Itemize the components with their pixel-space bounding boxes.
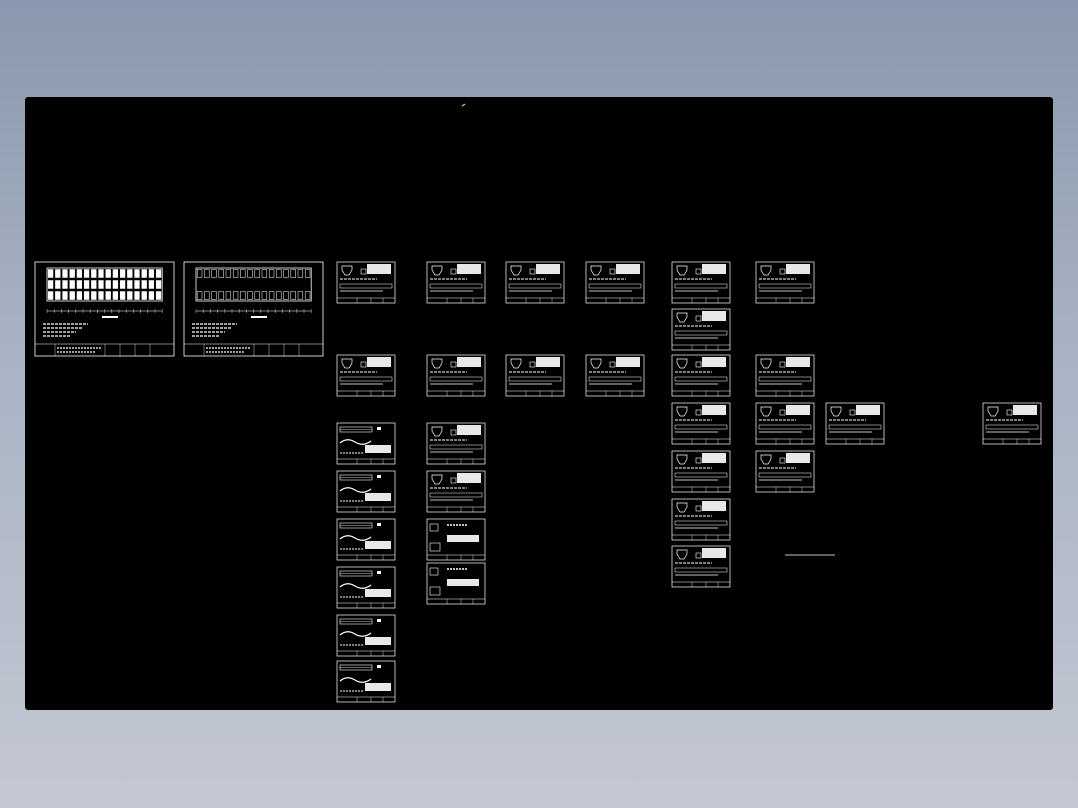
detail-sheet-d-c2-r7[interactable] [426,562,486,605]
detail-sheet-d-c5-r6[interactable] [671,498,731,541]
plan-sheets-group [34,261,324,357]
detail-sheet-d-c3-r3[interactable] [505,354,565,397]
detail-sheet-d-c3-r1[interactable] [505,261,565,304]
detail-sheet-d-c5-r5[interactable] [671,450,731,493]
detail-sheet-d-c6-r5[interactable] [755,450,815,493]
detail-sheet-d-c2-r1[interactable] [426,261,486,304]
detail-sheet-d-c1-r8[interactable] [336,614,396,657]
detail-sheet-d-c5-r1[interactable] [671,261,731,304]
detail-sheet-d-c2-r3[interactable] [426,354,486,397]
detail-sheet-d-c8-r4[interactable] [982,402,1042,445]
detail-sheet-d-c7-r4[interactable] [825,402,885,445]
detail-sheet-d-c5-r4[interactable] [671,402,731,445]
detail-sheet-d-c1-r5[interactable] [336,470,396,513]
detail-sheet-d-c6-r4[interactable] [755,402,815,445]
detail-sheet-d-c4-r3[interactable] [585,354,645,397]
cad-model-viewport[interactable] [25,97,1053,710]
cad-drawing-canvas[interactable] [25,97,1053,710]
plan-sheet-1[interactable] [34,261,175,357]
detail-sheet-d-c1-r7[interactable] [336,566,396,609]
detail-sheet-d-c5-r7[interactable] [671,545,731,588]
detail-sheet-d-c1-r1[interactable] [336,261,396,304]
detail-sheet-d-c6-r3[interactable] [755,354,815,397]
detail-sheet-d-c2-r5[interactable] [426,470,486,513]
detail-sheet-d-c6-r1[interactable] [755,261,815,304]
detail-sheet-d-c4-r1[interactable] [585,261,645,304]
plan-sheet-2[interactable] [183,261,324,357]
detail-sheet-d-c5-r3[interactable] [671,354,731,397]
detail-sheets-group [336,261,1042,703]
detail-sheet-d-c5-r2[interactable] [671,308,731,351]
detail-sheet-d-c1-r3[interactable] [336,354,396,397]
origin-mark [461,103,466,107]
detail-sheet-d-c2-r6[interactable] [426,518,486,561]
detail-sheet-d-c1-r9[interactable] [336,660,396,703]
detail-sheet-d-c1-r4[interactable] [336,422,396,465]
detail-sheet-d-c1-r6[interactable] [336,518,396,561]
detail-sheet-d-c2-r4[interactable] [426,422,486,465]
